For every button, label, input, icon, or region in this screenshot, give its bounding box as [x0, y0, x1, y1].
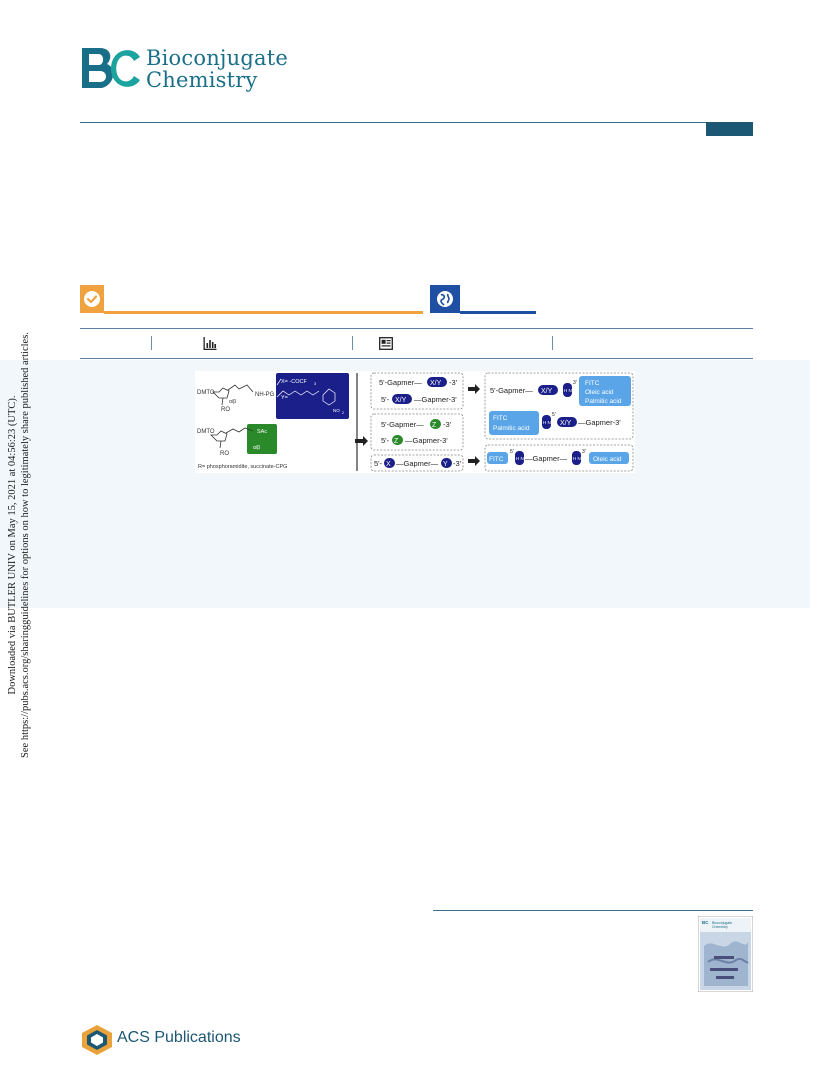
journal-name-line2: Chemistry	[146, 68, 258, 92]
row1a-suffix: -3'	[449, 378, 458, 387]
download-notice-line1: Downloaded via BUTLER UNIV on May 15, 20…	[7, 395, 18, 694]
r1-prefix: 5'-Gapmer—	[490, 386, 533, 395]
cover-title-line1: Bioconjugate	[712, 921, 732, 925]
right-panel: 5'-Gapmer— X/Y H N 3' FITC Oleic acid Pa…	[484, 372, 634, 472]
r3-fitc: FITC	[489, 456, 504, 463]
no2-label: NO	[333, 408, 340, 413]
metrics-bar-top-rule	[80, 328, 753, 329]
cover-rule	[433, 910, 753, 911]
arrow-icon	[355, 436, 368, 446]
open-access-badge[interactable]	[80, 285, 104, 313]
alpha-label: α/β	[229, 399, 236, 405]
acs-publications-logo[interactable]	[80, 1024, 240, 1056]
left-panel: DMTO RO α/β NH-PG X= -COCF 3 Y= NO 2 DMT…	[197, 373, 349, 470]
r1-prime: 3'	[573, 380, 577, 386]
r1-nh: H N	[564, 388, 572, 393]
x-definition-sub: 3	[314, 381, 317, 386]
download-notice-line2: See https://pubs.acs.org/sharingguidelin…	[20, 332, 31, 758]
row3-tag1: X	[386, 461, 391, 468]
row1b-suffix: —Gapmer-3'	[414, 395, 457, 404]
no2-sub: 2	[342, 411, 344, 415]
r2-tag: X/Y	[560, 420, 572, 427]
row2a-tag: Z	[432, 422, 437, 429]
r2-label-fitc: FITC	[493, 415, 508, 422]
r3-nh1: H N	[516, 456, 524, 461]
journal-name: Bioconjugate Chemistry	[146, 47, 288, 91]
row2a-prefix: 5'-Gapmer—	[381, 420, 424, 429]
row3-middle: —Gapmer—	[396, 459, 439, 468]
r3-oleic: Oleic acid	[593, 456, 622, 463]
row1a-tag: X/Y	[430, 380, 442, 387]
dmto-label-2: DMTO	[197, 429, 215, 435]
globe-icon	[437, 291, 453, 307]
middle-panel: 5'-Gapmer— X/Y -3' 5'- X/Y —Gapmer-3' 5'…	[370, 372, 464, 472]
globe-badge[interactable]	[430, 285, 460, 313]
row3-tag2: Y	[443, 461, 448, 468]
row1b-tag: X/Y	[395, 397, 407, 404]
r-definition: R= phosphoramidite, succinate-CPG	[198, 464, 287, 470]
r2-label-palmitic: Palmitic acid	[493, 425, 530, 432]
globe-rule	[460, 311, 536, 314]
bar-chart-icon[interactable]	[203, 337, 217, 350]
alpha-label-2: α/β	[253, 445, 260, 451]
sac-label: SAc	[257, 429, 267, 435]
row2b-suffix: —Gapmer-3'	[405, 436, 448, 445]
toc-graphic: DMTO RO α/β NH-PG X= -COCF 3 Y= NO 2 DMT…	[195, 371, 635, 473]
metrics-bar-bottom-rule	[80, 358, 753, 359]
row2b-prefix: 5'-	[381, 436, 390, 445]
open-access-rule	[104, 311, 423, 314]
row3-suffix: -3'	[453, 459, 462, 468]
cover-logo-letters: BC	[702, 920, 709, 925]
download-notice: Downloaded via BUTLER UNIV on May 15, 20…	[2, 330, 34, 760]
r3-nh2: H N	[573, 456, 581, 461]
acs-publications-text: ACS Publications	[117, 1029, 241, 1046]
bc-logo-mark	[82, 48, 140, 88]
r1-label-fitc: FITC	[585, 380, 600, 387]
r2-suffix: —Gapmer-3'	[578, 418, 621, 427]
nh-pg-label: NH-PG	[255, 392, 275, 398]
metrics-separator	[552, 336, 553, 350]
acs-hexagon-icon	[82, 1025, 112, 1055]
row2b-tag: Z	[394, 438, 399, 445]
ro-label: RO	[221, 407, 230, 413]
dmto-label: DMTO	[197, 390, 215, 396]
r3-middle: —Gapmer—	[525, 454, 568, 463]
arrow-icon	[468, 384, 480, 394]
r2-nh: H N	[543, 420, 551, 425]
x-definition: X= -COCF	[281, 379, 307, 385]
article-icon[interactable]	[379, 337, 393, 350]
check-circle-icon	[84, 291, 100, 307]
metrics-separator	[352, 336, 353, 350]
r3-prime-3: 3'	[582, 449, 586, 455]
r1-tag: X/Y	[541, 388, 553, 395]
y-definition: Y=	[281, 395, 288, 401]
metrics-separator	[151, 336, 152, 350]
r2-prime: 5'	[552, 412, 556, 418]
cover-title-line2: Chemistry	[712, 925, 728, 929]
row2a-suffix: -3'	[443, 420, 452, 429]
journal-name-line1: Bioconjugate	[146, 46, 288, 70]
journal-logo[interactable]: Bioconjugate Chemistry	[80, 46, 310, 98]
r1-label-palmitic: Palmitic acid	[585, 398, 622, 405]
journal-cover-thumbnail[interactable]: BC Bioconjugate Chemistry	[698, 916, 753, 992]
row3-prefix: 5'-	[374, 459, 383, 468]
header-rule	[80, 122, 753, 123]
header-tab	[706, 122, 753, 136]
r1-label-oleic: Oleic acid	[585, 389, 614, 396]
row1a-prefix: 5'-Gapmer—	[379, 378, 422, 387]
arrow-icon	[468, 456, 480, 466]
ro-label-2: RO	[220, 451, 229, 457]
row1b-prefix: 5'-	[381, 395, 390, 404]
r3-prime-5: 5'	[510, 449, 514, 455]
